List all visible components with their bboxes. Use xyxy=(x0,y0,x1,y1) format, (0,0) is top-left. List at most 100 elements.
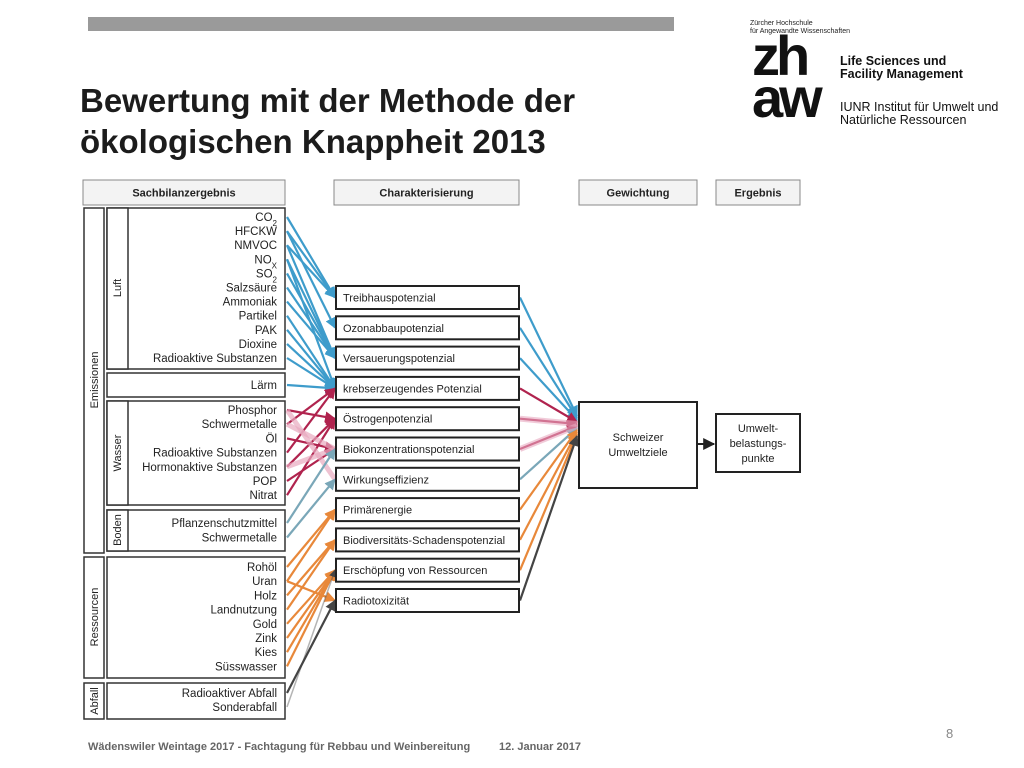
flow-arrow xyxy=(519,415,578,427)
impact-box xyxy=(335,497,520,523)
flow-arrow xyxy=(286,244,336,299)
inventory-item-wasser: Phosphor xyxy=(228,405,277,417)
flow-arrow xyxy=(286,230,336,299)
inventory-item-ressourcen: Rohöl xyxy=(247,562,277,574)
page-title: Bewertung mit der Methode der ökologisch… xyxy=(80,80,575,162)
flow-arrow xyxy=(286,286,336,360)
weighting-line-1: Schweizer xyxy=(613,432,664,444)
header-charakterisierung: Charakterisierung xyxy=(379,188,473,200)
inventory-item-ressourcen: Zink xyxy=(255,633,277,645)
flow-arrow xyxy=(286,272,336,360)
subgroup-laerm xyxy=(106,372,286,398)
inventory-item-wasser: POP xyxy=(253,476,278,488)
group-ressourcen xyxy=(83,556,105,679)
flow-arrow xyxy=(519,387,578,423)
flow-arrow xyxy=(519,357,578,421)
inventory-item-abfall: Sonderabfall xyxy=(212,702,277,714)
flow-arrow xyxy=(286,508,336,568)
title-line-1: Bewertung mit der Methode der xyxy=(80,82,576,119)
subgroup-wasser-tab xyxy=(106,400,129,506)
inventory-item-boden: Pflanzenschutzmittel xyxy=(172,518,277,530)
flow-arrow xyxy=(286,569,337,708)
impact-box xyxy=(335,466,520,492)
impact-label: Primärenergie xyxy=(343,505,412,517)
group-emissionen-label: Emissionen xyxy=(89,352,101,409)
logo-school-name: Zürcher Hochschule für Angewandte Wissen… xyxy=(750,20,851,35)
inventory-item-abfall: Radioaktiver Abfall xyxy=(182,688,277,700)
impact-box xyxy=(335,588,520,613)
group-emissionen xyxy=(83,207,105,554)
flow-arrow xyxy=(286,599,336,694)
logo-dept-line-2: Facility Management xyxy=(840,67,963,81)
subgroup-abfall xyxy=(106,682,286,720)
impact-label: Östrogenpotenzial xyxy=(343,414,432,426)
impact-label: Radiotoxizität xyxy=(343,596,409,608)
flow-arrow xyxy=(519,327,578,419)
inventory-item-wasser: Nitrat xyxy=(250,490,278,502)
subgroup-boden-tab xyxy=(106,509,129,552)
weighting-box xyxy=(578,401,698,489)
flow-arrow xyxy=(519,429,578,511)
impact-box xyxy=(335,285,520,310)
flow-arrow xyxy=(286,258,336,360)
subgroup-ressourcen xyxy=(106,556,286,679)
inventory-item-ressourcen: Gold xyxy=(253,619,277,631)
impact-label: Erschöpfung von Ressourcen xyxy=(343,565,487,577)
impact-box xyxy=(335,406,520,432)
flow-arrow xyxy=(518,432,579,571)
impact-label: Ozonabbaupotenzial xyxy=(343,323,444,335)
flow-arrow xyxy=(286,508,336,582)
inventory-item-luft: Partikel xyxy=(239,311,277,323)
logo-inst-line-1: IUNR Institut für Umwelt und xyxy=(840,100,999,114)
subgroup-luft xyxy=(106,207,286,370)
flow-arrow xyxy=(286,387,336,454)
inventory-item-luft: Dioxine xyxy=(239,339,277,351)
result-line-1: Umwelt- xyxy=(738,423,779,435)
inventory-item-luft: SO2 xyxy=(256,268,278,284)
impact-box xyxy=(335,557,520,583)
flow-arrow xyxy=(286,230,336,329)
flow-arrow xyxy=(285,421,337,452)
header-ergebnis: Ergebnis xyxy=(734,188,781,200)
inventory-item-ressourcen: Holz xyxy=(254,590,277,602)
inventory-item-wasser: Schwermetalle xyxy=(202,419,277,431)
flow-arrow xyxy=(518,434,579,601)
flow-arrow xyxy=(284,408,338,481)
flow-arrow xyxy=(519,431,578,541)
header-gewichtung: Gewichtung xyxy=(607,188,670,200)
logo-inst-line-2: Natürliche Ressourcen xyxy=(840,113,967,127)
flow-arrow xyxy=(286,315,336,390)
inventory-item-ressourcen: Kies xyxy=(255,647,278,659)
group-abfall-label: Abfall xyxy=(89,687,101,715)
flow-arrow xyxy=(286,216,336,299)
subgroup-wasser-label: Wasser xyxy=(112,434,124,471)
flow-arrow xyxy=(286,580,337,602)
inventory-item-luft: NMVOC xyxy=(234,240,277,252)
footer-date: 12. Januar 2017 xyxy=(499,741,581,753)
header-sachbilanz: Sachbilanzergebnis xyxy=(132,188,235,200)
inventory-item-luft: PAK xyxy=(255,325,277,337)
result-line-3: punkte xyxy=(741,453,774,465)
top-decor-bar xyxy=(88,17,674,31)
subgroup-luft-tab xyxy=(106,207,129,370)
impact-label: Versauerungspotenzial xyxy=(343,353,455,365)
subgroup-wasser xyxy=(106,400,286,506)
inventory-item-ressourcen: Uran xyxy=(252,576,277,588)
footer-event: Wädenswiler Weintage 2017 - Fachtagung f… xyxy=(88,741,471,753)
inventory-item-luft: HFCKW xyxy=(235,226,277,238)
inventory-item-boden: Schwermetalle xyxy=(202,533,277,545)
logo-dept-line-1: Life Sciences und xyxy=(840,54,947,68)
impact-categories: TreibhauspotenzialOzonabbaupotenzialVers… xyxy=(335,285,520,613)
inventory-item-ressourcen: Landnutzung xyxy=(210,605,277,617)
result-box xyxy=(715,413,801,473)
logo-letters: zh aw xyxy=(752,24,823,129)
flow-arrow xyxy=(519,297,578,417)
inventory-item-luft: Salzsäure xyxy=(226,283,277,295)
header-gewichtung-box xyxy=(578,179,698,206)
impact-box xyxy=(335,345,520,371)
flow-arrow xyxy=(286,538,336,611)
subgroup-luft-label: Luft xyxy=(112,279,124,297)
group-abfall xyxy=(83,682,105,720)
impact-box xyxy=(335,436,520,462)
